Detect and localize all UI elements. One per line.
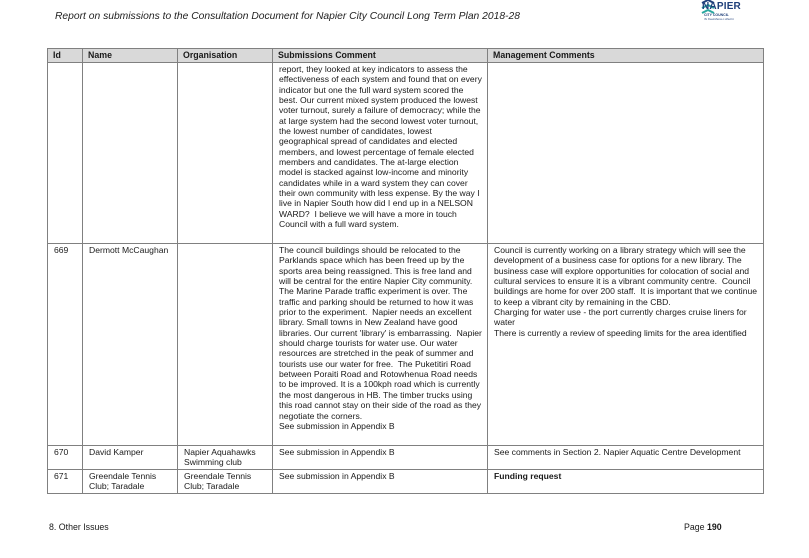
cell-id (47, 62, 83, 244)
wave-logo-icon (701, 0, 715, 14)
cell-submission: See submission in Appendix B (272, 469, 488, 494)
cell-management: Council is currently working on a librar… (487, 243, 764, 446)
table-row: 671 Greendale Tennis Club; Taradale Gree… (47, 469, 764, 494)
table-row: 670 David Kamper Napier Aquahawks Swimmi… (47, 445, 764, 470)
logo-subtitle: CITY COUNCIL (704, 13, 729, 17)
cell-organisation: Napier Aquahawks Swimming club (177, 445, 273, 470)
cell-submission: report, they looked at key indicators to… (272, 62, 488, 244)
cell-id: 671 (47, 469, 83, 494)
footer-page: Page 190 (684, 522, 722, 532)
table-header-row: Id Name Organisation Submissions Comment… (47, 48, 764, 63)
cell-organisation (177, 243, 273, 446)
logo-wordmark: NAPIER (702, 1, 741, 12)
cell-organisation (177, 62, 273, 244)
cell-name: Dermott McCaughan (82, 243, 178, 446)
footer-section: 8. Other Issues (49, 522, 109, 532)
column-header-name: Name (82, 48, 178, 63)
cell-submission: The council buildings should be relocate… (272, 243, 488, 446)
page-number: 190 (707, 522, 722, 532)
napier-council-logo: NAPIER CITY COUNCIL Te Kaunihera o Ahuri… (694, 0, 764, 22)
table-row: report, they looked at key indicators to… (47, 62, 764, 244)
column-header-id: Id (47, 48, 83, 63)
cell-name: David Kamper (82, 445, 178, 470)
cell-name: Greendale Tennis Club; Taradale (82, 469, 178, 494)
cell-management (487, 62, 764, 244)
cell-id: 670 (47, 445, 83, 470)
cell-submission: See submission in Appendix B (272, 445, 488, 470)
cell-name (82, 62, 178, 244)
cell-id: 669 (47, 243, 83, 446)
cell-management: Funding request (487, 469, 764, 494)
column-header-management-comments: Management Comments (487, 48, 764, 63)
column-header-submissions-comment: Submissions Comment (272, 48, 488, 63)
column-header-organisation: Organisation (177, 48, 273, 63)
submissions-table: Id Name Organisation Submissions Comment… (47, 48, 764, 494)
document-title: Report on submissions to the Consultatio… (55, 11, 520, 22)
page-label: Page (684, 522, 705, 532)
cell-organisation: Greendale Tennis Club; Taradale (177, 469, 273, 494)
cell-management: See comments in Section 2. Napier Aquati… (487, 445, 764, 470)
table-row: 669 Dermott McCaughan The council buildi… (47, 243, 764, 446)
logo-tagline: Te Kaunihera o Ahuriri (704, 17, 734, 21)
